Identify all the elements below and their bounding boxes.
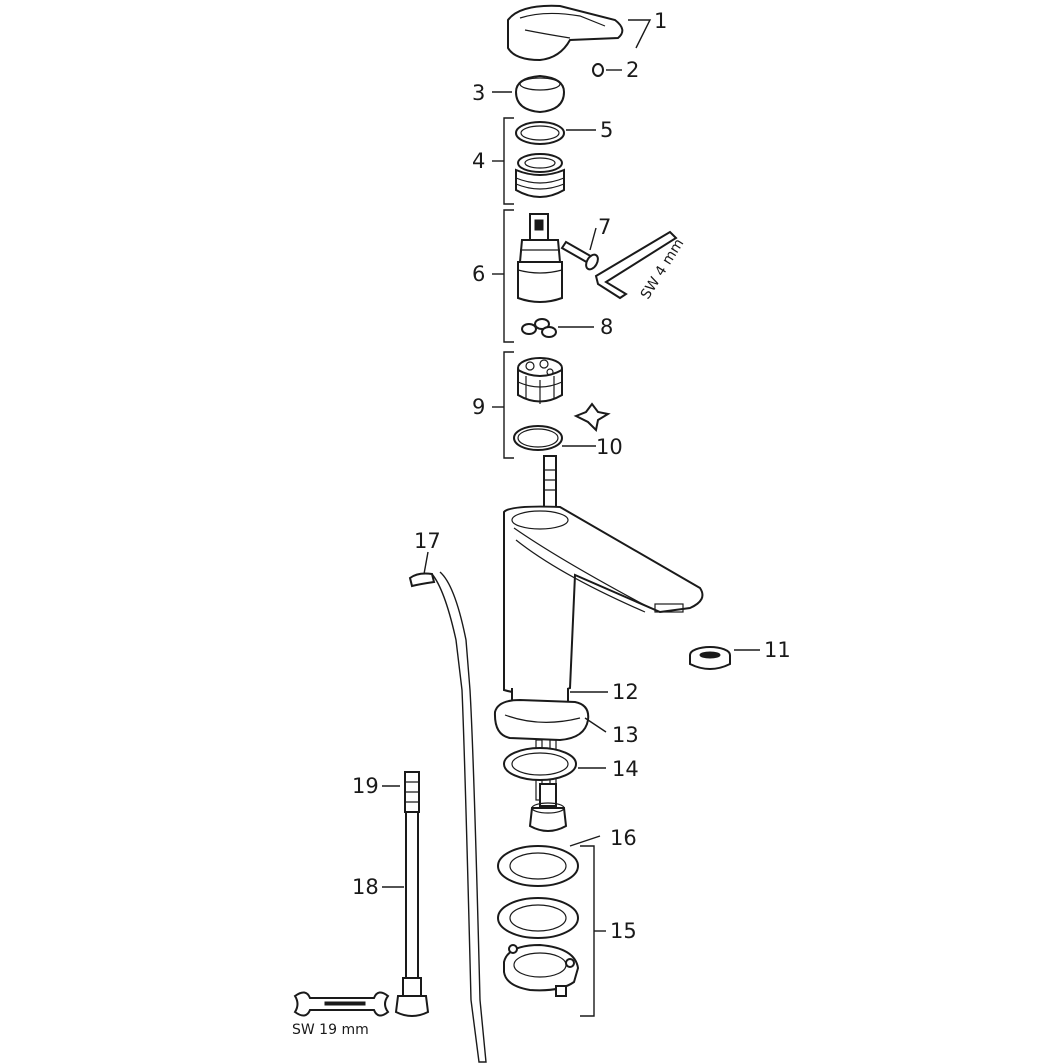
- wrench-size-label: SW 19 mm: [292, 1022, 369, 1038]
- part-17-pull-rod: [408, 571, 487, 1063]
- label-part-1: 1: [654, 9, 667, 33]
- label-part-10: 10: [596, 435, 623, 459]
- part-13-base-plate: [493, 698, 590, 742]
- faucet-body: [503, 505, 704, 696]
- wrench-tool: [293, 991, 390, 1017]
- part-9-diverter: [517, 357, 563, 404]
- part-18-supply-hose: [394, 811, 430, 1017]
- label-part-15: 15: [610, 919, 637, 943]
- label-part-19: 19: [352, 774, 379, 798]
- cross-clip: [573, 402, 611, 433]
- label-part-17: 17: [414, 529, 441, 553]
- part-3-cover-cap: [514, 74, 566, 114]
- label-part-5: 5: [600, 118, 613, 142]
- part-5-o-ring: [515, 121, 565, 145]
- label-part-2: 2: [626, 58, 639, 82]
- label-part-7: 7: [598, 215, 611, 239]
- part-numbers: 1 2 3 4 5 6 7 8 9 10 11 12 13 14 15 16 1…: [352, 9, 791, 943]
- part-15-fixing-plate: [503, 943, 580, 997]
- part-4-threaded-sleeve: [515, 153, 565, 198]
- label-part-11: 11: [764, 638, 791, 662]
- part-6-cartridge: [517, 213, 563, 303]
- label-part-13: 13: [612, 723, 639, 747]
- hex-key-tool: [594, 230, 678, 300]
- label-part-6: 6: [472, 262, 485, 286]
- part-2-screw: [592, 63, 604, 77]
- part-10-o-ring: [513, 425, 563, 451]
- part-7-pin: [560, 240, 599, 271]
- label-part-8: 8: [600, 315, 613, 339]
- label-part-12: 12: [612, 680, 639, 704]
- label-part-4: 4: [472, 149, 485, 173]
- part-16-gasket: [497, 845, 579, 887]
- label-part-3: 3: [472, 81, 485, 105]
- label-part-14: 14: [612, 757, 639, 781]
- part-15-washer: [497, 897, 579, 939]
- part-14-washer: [503, 747, 577, 781]
- part-1-lever-handle: [507, 4, 624, 62]
- part-11-aerator: [689, 646, 731, 670]
- part-19-hose-nipple: [404, 771, 420, 813]
- label-part-9: 9: [472, 395, 485, 419]
- mounting-nut: [528, 783, 568, 832]
- label-part-18: 18: [352, 875, 379, 899]
- label-part-16: 16: [610, 826, 637, 850]
- leader-lines: [382, 19, 760, 1017]
- part-8-seals: [521, 318, 557, 338]
